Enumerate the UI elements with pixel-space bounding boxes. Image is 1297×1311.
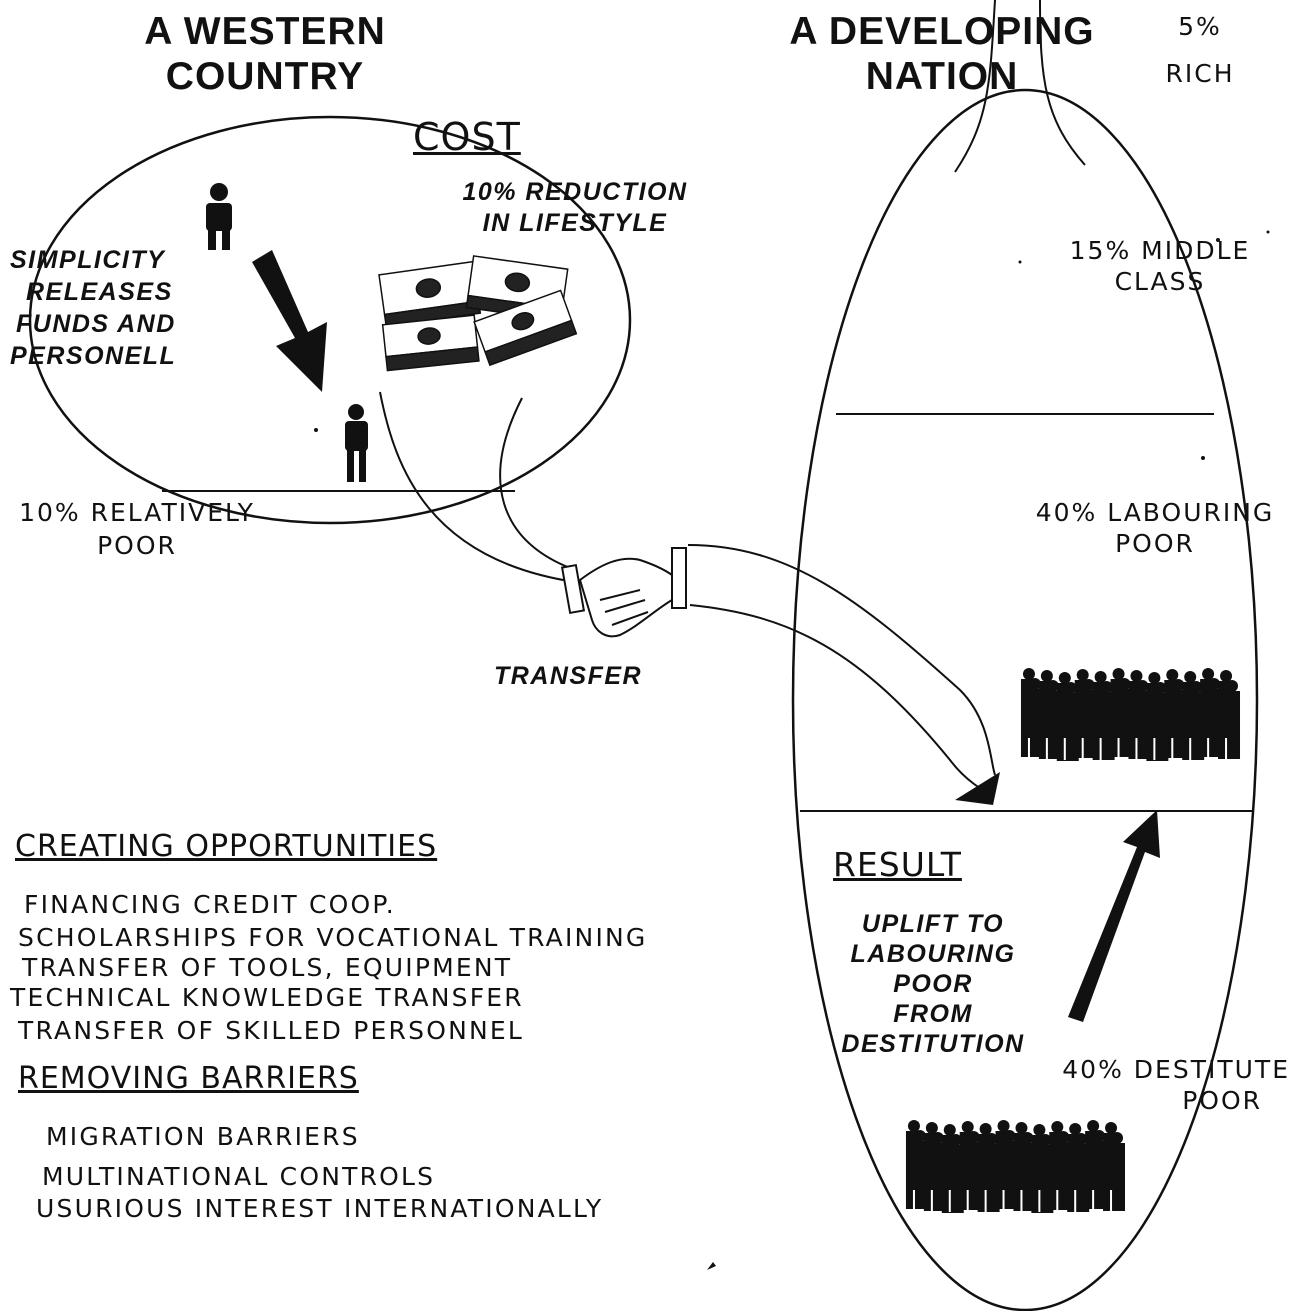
uplift-line: LABOURING — [850, 940, 1016, 968]
middle-class-line: CLASS — [1114, 267, 1206, 296]
transfer-arm — [379, 391, 996, 796]
crowd-icon — [905, 1120, 1126, 1213]
labouring-poor-line: 40% LABOURING — [1035, 498, 1275, 527]
opportunity-item: TRANSFER OF TOOLS, EQUIPMENT — [22, 953, 513, 982]
opportunity-item: TECHNICAL KNOWLEDGE TRANSFER — [10, 983, 524, 1012]
transfer-label: TRANSFER — [494, 662, 643, 690]
rich-label: 5% RICH — [1150, 14, 1250, 86]
opportunity-item: TRANSFER OF SKILLED PERSONNEL — [18, 1016, 524, 1045]
opportunity-item: FINANCING CREDIT COOP. — [24, 890, 396, 919]
result-heading: RESULT — [833, 845, 962, 884]
arrow-icon — [1068, 810, 1160, 1022]
relatively-poor-label: 10% RELATIVELY POOR — [2, 500, 272, 558]
handshake-icon — [560, 547, 687, 638]
western-country-title: A WESTERN COUNTRY — [100, 12, 430, 96]
money-stack-icon — [378, 255, 578, 372]
simplicity-line: SIMPLICITY — [10, 246, 166, 274]
person-icon — [345, 404, 368, 482]
barrier-item: USURIOUS INTEREST INTERNATIONALLY — [36, 1194, 604, 1223]
developing-nation-title: A DEVELOPING NATION — [772, 12, 1112, 96]
middle-class-label: 15% MIDDLE CLASS — [1050, 238, 1270, 294]
cost-line: IN LIFESTYLE — [482, 209, 668, 237]
uplift-line: POOR — [893, 970, 973, 998]
uplift-line: FROM — [893, 1000, 973, 1028]
labouring-poor-label: 40% LABOURING POOR — [1015, 500, 1295, 556]
title-line: COUNTRY — [165, 55, 365, 98]
rich-percent: 5% — [1178, 12, 1222, 41]
cost-heading: COST — [413, 115, 521, 159]
western-country-ellipse — [28, 115, 632, 525]
barrier-item: MIGRATION BARRIERS — [46, 1122, 360, 1151]
person-icon — [206, 183, 232, 250]
simplicity-line: FUNDS AND — [16, 310, 176, 338]
title-line: A WESTERN — [144, 10, 386, 53]
crowd-icon — [1020, 668, 1241, 761]
rich-text: RICH — [1165, 59, 1235, 88]
labouring-poor-line: POOR — [1115, 529, 1195, 558]
transfer-arrow-head — [955, 772, 1000, 805]
simplicity-line: RELEASES — [26, 278, 173, 306]
uplift-line: DESTITUTION — [841, 1030, 1025, 1058]
destitute-poor-line: 40% DESTITUTE — [1062, 1055, 1290, 1084]
rich-wedge — [954, 0, 1086, 173]
opportunities-heading: CREATING OPPORTUNITIES — [15, 829, 438, 864]
relatively-poor-line: 10% RELATIVELY — [19, 498, 255, 527]
developing-nation-ellipse — [791, 88, 1259, 1311]
destitute-poor-line: POOR — [1182, 1086, 1262, 1115]
middle-class-line: 15% MIDDLE — [1069, 236, 1251, 265]
arrow-icon — [252, 250, 327, 392]
destitute-poor-label: 40% DESTITUTE POOR — [1030, 1057, 1290, 1113]
uplift-line: UPLIFT TO — [861, 910, 1005, 938]
barrier-item: MULTINATIONAL CONTROLS — [42, 1162, 436, 1191]
uplift-text: UPLIFT TO LABOURING POOR FROM DESTITUTIO… — [828, 912, 1038, 1057]
barriers-heading: REMOVING BARRIERS — [18, 1061, 359, 1096]
cost-line: 10% REDUCTION — [462, 178, 688, 206]
speck-marks — [314, 230, 1270, 1270]
opportunity-item: SCHOLARSHIPS FOR VOCATIONAL TRAINING — [18, 923, 648, 952]
simplicity-line: PERSONELL — [10, 342, 177, 370]
title-line: NATION — [865, 55, 1019, 98]
simplicity-text: SIMPLICITY RELEASES FUNDS AND PERSONELL — [10, 248, 176, 369]
relatively-poor-line: POOR — [97, 531, 177, 560]
title-line: A DEVELOPING — [789, 10, 1095, 53]
cost-text: 10% REDUCTION IN LIFESTYLE — [430, 180, 720, 236]
